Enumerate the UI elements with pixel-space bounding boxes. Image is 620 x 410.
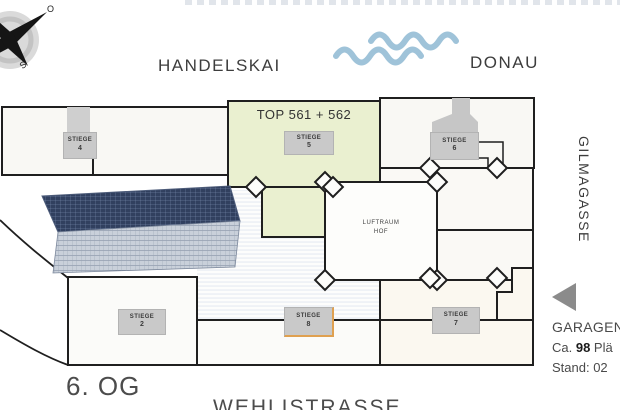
water-waves-icon	[333, 31, 459, 66]
stiege-word: STIEGE	[129, 313, 155, 320]
stiege-number: 7	[454, 319, 458, 327]
floor-label: 6. OG	[66, 371, 141, 401]
luftraum-hof-courtyard	[313, 170, 449, 292]
stiege-box-4: STIEGE 4	[63, 132, 97, 159]
river-label-donau: DONAU	[470, 53, 539, 72]
garage-capacity-prefix: Ca.	[552, 340, 576, 355]
stiege-box-7: STIEGE 7	[432, 307, 480, 334]
stiege-box-5: STIEGE 5	[284, 131, 334, 155]
garage-capacity-suffix: Plä	[590, 340, 613, 355]
courtyard-label-line1: LUFTRAUM	[362, 220, 400, 226]
compass-east-label: O	[47, 4, 55, 14]
wing-top-left	[1, 106, 231, 176]
stiege-number: 2	[140, 321, 144, 329]
stiege-word: STIEGE	[442, 137, 467, 144]
garage-info-block: GARAGEN Ca. 98 Plä Stand: 02	[552, 317, 620, 377]
stiege-box-8-highlighted: STIEGE 8	[284, 307, 334, 337]
stiege-number: 5	[307, 142, 311, 150]
stiege-word: STIEGE	[296, 134, 322, 141]
street-curves	[0, 219, 69, 366]
stiege-number: 4	[78, 144, 82, 152]
garage-arrow-icon	[552, 283, 576, 311]
street-label-handelskai: HANDELSKAI	[158, 56, 281, 75]
stiege-word: STIEGE	[296, 313, 321, 320]
cropped-title-remnant	[185, 0, 620, 5]
garage-title: GARAGEN	[552, 319, 620, 335]
street-label-wehlistrasse: WEHLISTRASSE	[213, 396, 402, 410]
joint-notches	[244, 156, 509, 290]
stiege-box-2: STIEGE 2	[118, 309, 166, 335]
street-label-gilmagasse: GILMAGASSE	[576, 136, 592, 243]
stiege-box-6: STIEGE 6	[430, 132, 479, 160]
stiege-number: 6	[452, 145, 457, 153]
stiege-6-shaft	[432, 98, 478, 133]
stiege-4-shaft	[67, 107, 90, 133]
courtyard-label: LUFTRAUM HOF	[325, 219, 437, 237]
courtyard-label-line2: HOF	[373, 229, 389, 235]
garage-capacity-number: 98	[575, 340, 591, 355]
unit-top-label: TOP 561 + 562	[256, 107, 352, 122]
building-3d-render	[41, 185, 241, 274]
garage-capacity: Ca. 98 Plä	[552, 338, 620, 358]
stiege-word: STIEGE	[443, 312, 469, 319]
stiege-word: STIEGE	[67, 137, 93, 144]
compass-icon	[0, 11, 47, 69]
garage-status-date: Stand: 02	[552, 359, 608, 375]
stiege-number: 8	[306, 320, 311, 328]
garage-ramp-steps	[496, 267, 534, 321]
